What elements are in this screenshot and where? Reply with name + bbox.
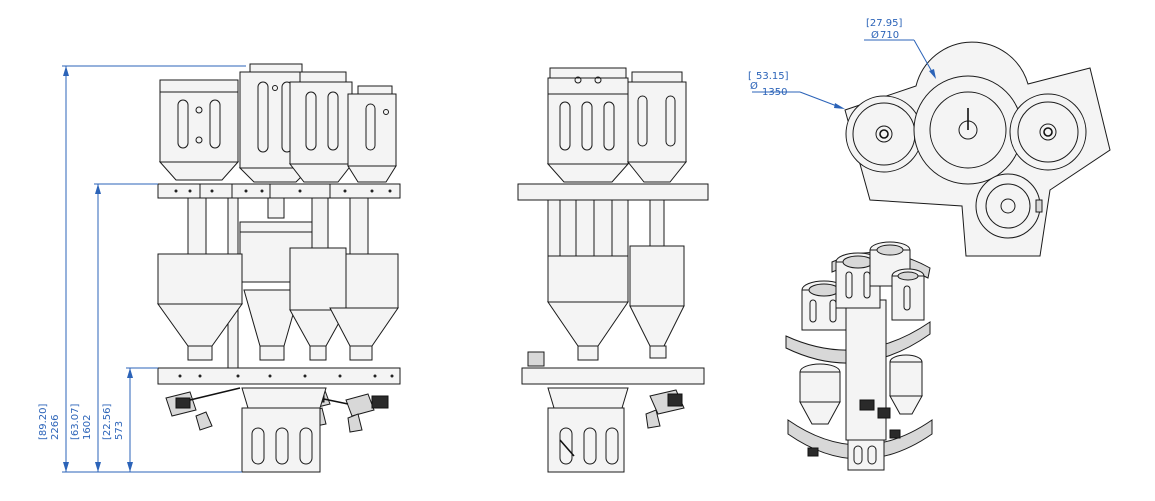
front-lower-hopper-4	[329, 253, 399, 361]
front-lower-hopper-3	[289, 247, 347, 361]
front-upper-plate	[157, 183, 401, 199]
dim-height-mid-inch: [63.07]	[70, 403, 81, 440]
top-plan-view: [27.95] Ø 710 [ 53.15] Ø 1350	[748, 18, 1111, 257]
side-lower-hopper-2	[629, 245, 685, 359]
plan-disc-right	[1009, 93, 1087, 171]
plan-disc-left	[845, 95, 923, 173]
front-top-hopper-4	[347, 85, 397, 183]
dim-height-low-mm: 573	[114, 421, 125, 440]
side-top-hopper-2	[626, 71, 688, 183]
side-lower-hopper-1	[547, 255, 629, 361]
front-lower-hopper-1	[157, 253, 243, 361]
height-dimension-lines	[62, 65, 246, 473]
dim-height-mid-mm: 1602	[82, 415, 93, 440]
iso-hopper-center	[835, 252, 881, 309]
dim-dia-small-symbol: Ø	[871, 29, 879, 41]
side-base-cylinder	[547, 387, 629, 473]
side-lower-plate	[521, 367, 705, 385]
dim-dia-large-symbol: Ø	[750, 80, 758, 92]
side-upper-plate	[517, 183, 709, 201]
front-top-hopper-1	[158, 79, 240, 181]
dim-height-total-inch: [89.20]	[38, 403, 49, 440]
iso-lower-hopper-left	[799, 363, 841, 425]
plan-disc-lower	[975, 173, 1043, 239]
isometric-view	[785, 241, 933, 471]
plan-diameter-leaders	[752, 39, 936, 109]
dim-dia-large-inch: 53.15]	[756, 71, 789, 82]
dim-dia-large-bracket: [	[748, 71, 752, 82]
plan-disc-center	[913, 75, 1023, 185]
side-elevation-view	[517, 67, 709, 473]
iso-lower-hopper-right	[889, 354, 923, 415]
front-top-hopper-3	[288, 71, 354, 183]
front-elevation-view: [89.20] 2266 [63.07] 1602 [22.56] 573	[38, 63, 401, 473]
iso-hopper-right	[891, 268, 925, 321]
iso-hopper-back	[869, 241, 911, 287]
dim-dia-small-inch: [27.95]	[866, 18, 903, 29]
dim-dia-small-mm: 710	[880, 30, 899, 41]
dim-dia-large-mm: 1350	[762, 87, 787, 98]
front-lower-hopper-2	[243, 289, 301, 361]
dim-height-total-mm: 2266	[50, 415, 61, 440]
side-top-hopper-1	[546, 67, 630, 183]
front-base-cylinder	[241, 387, 327, 473]
front-lower-plate	[157, 367, 401, 385]
iso-valve-cluster	[807, 399, 901, 457]
dim-height-low-inch: [22.56]	[102, 403, 113, 440]
